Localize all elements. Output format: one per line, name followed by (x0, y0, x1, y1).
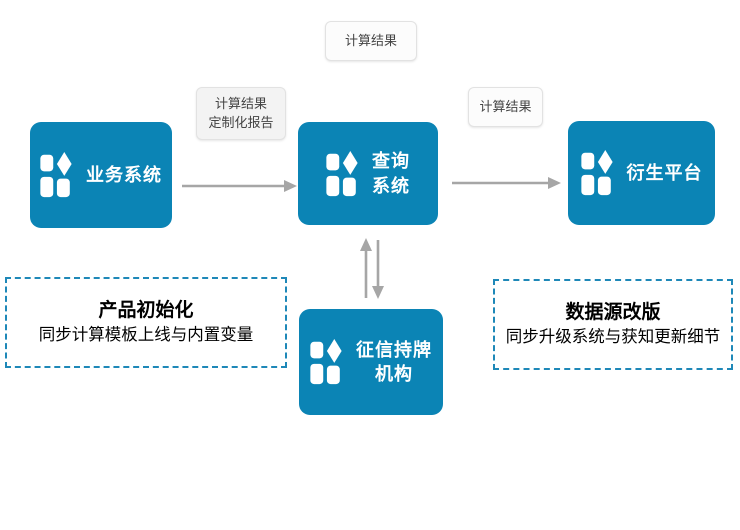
flow-label-text: 计算结果 (344, 32, 397, 48)
note-subtitle: 同步计算模板上线与内置变量 (38, 326, 254, 345)
node-query-system: 查询 系统 (298, 122, 438, 225)
arrow-query-to-derivative (452, 177, 561, 189)
note-title: 产品初始化 (98, 299, 194, 321)
node-credit-institution: 征信持牌 机构 (299, 309, 443, 415)
arrow-query-to-credit-down (372, 240, 384, 299)
note-product-init: 产品初始化 同步计算模板上线与内置变量 (5, 277, 287, 368)
grid-diamond-icon (40, 152, 72, 198)
flow-label-top-result: 计算结果 (325, 21, 417, 61)
node-label: 业务系统 (86, 164, 162, 185)
grid-diamond-icon (580, 150, 613, 196)
grid-diamond-icon (326, 150, 358, 196)
node-business-system: 业务系统 (30, 122, 172, 228)
node-label-line1: 征信持牌 (356, 339, 432, 360)
flow-label-text-line2: 定制化报告 (208, 114, 274, 130)
note-datasource-revision: 数据源改版 同步升级系统与获知更新细节 (493, 279, 733, 370)
flow-label-right-result: 计算结果 (468, 87, 543, 127)
note-subtitle: 同步升级系统与获知更新细节 (505, 328, 721, 347)
node-label-line2: 系统 (372, 175, 410, 196)
arrow-credit-to-query-up (360, 238, 372, 298)
flow-label-text: 计算结果 (479, 98, 532, 114)
node-derivative-platform: 衍生平台 (568, 121, 715, 225)
node-label: 衍生平台 (626, 162, 703, 183)
grid-diamond-icon (310, 339, 342, 385)
flow-label-text-line1: 计算结果 (214, 95, 267, 111)
node-label: 查询 系统 (372, 149, 410, 198)
arrow-business-to-query (182, 180, 297, 192)
node-label: 征信持牌 机构 (356, 338, 432, 387)
node-label-line2: 机构 (375, 364, 413, 384)
note-title: 数据源改版 (565, 301, 661, 323)
node-label-line1: 查询 (372, 151, 410, 172)
flow-label-mid-result: 计算结果 定制化报告 (196, 87, 286, 140)
